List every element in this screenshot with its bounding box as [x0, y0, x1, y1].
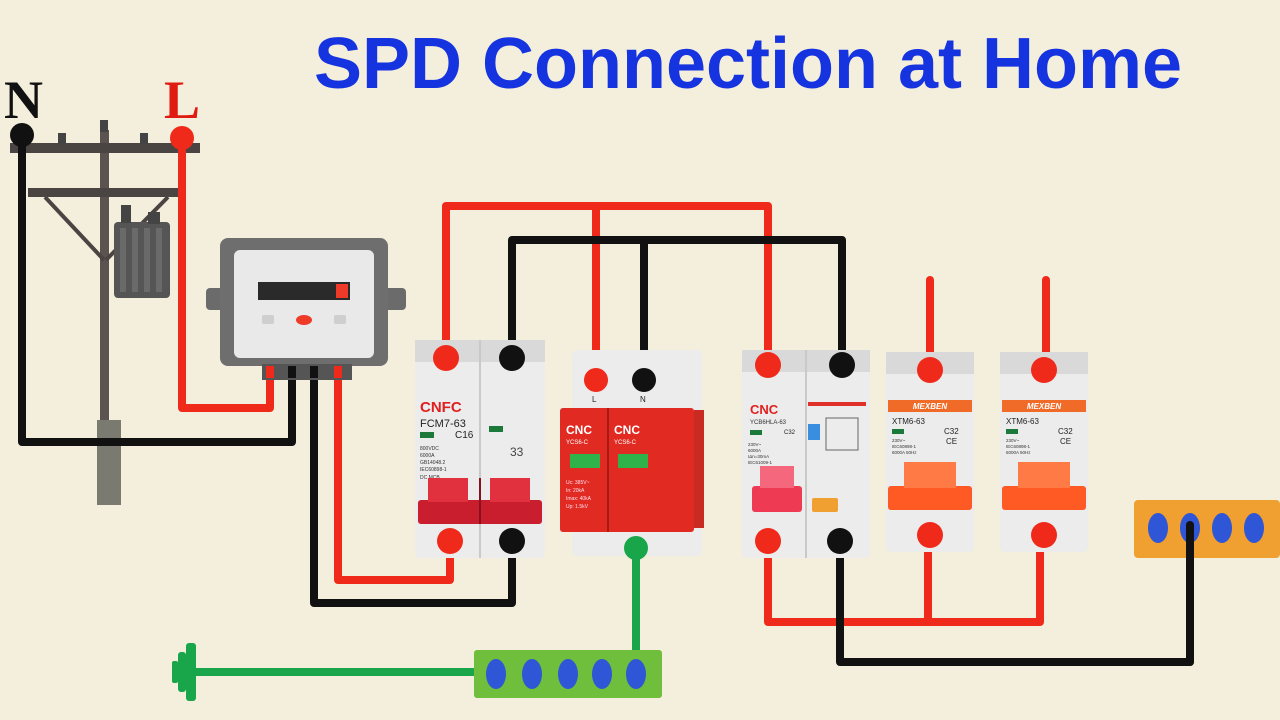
rccb-model: YCB6HLA-63: [750, 420, 787, 426]
transformer-icon: [114, 205, 170, 298]
spd-model-1: YCS6-C: [566, 440, 589, 446]
mcb-2-spec-2: 6000A 50Hz: [1006, 450, 1031, 455]
rccb[interactable]: CNC YCB6HLA-63 C32 230V~ 6000A IΔn=30mA …: [742, 350, 870, 558]
mcb-2-brand: MEXBEN: [1027, 402, 1061, 411]
spd-spec-3: Up: 1.5kV: [566, 504, 589, 510]
surge-protection-device[interactable]: L N CNC YCS6-C CNC YCS6-C Uc: 385V~ In: …: [560, 350, 704, 556]
rccb-spec-3: IEC61009-1: [748, 460, 773, 465]
main-breaker-spec-2: GB14048.2: [420, 460, 446, 466]
page-title: SPD Connection at Home: [314, 24, 1182, 104]
mcb-1-brand: MEXBEN: [913, 402, 947, 411]
spd-spec-2: Imax: 40kA: [566, 496, 592, 502]
spd-terminal-l: L: [592, 395, 597, 404]
mcb-1[interactable]: MEXBEN XTM6-63 C32 CE 230V~ IEC60898-1 6…: [886, 352, 974, 552]
live-terminal-dot: [170, 126, 194, 150]
rccb-brand: CNC: [750, 402, 779, 417]
earth-symbol-icon: [172, 643, 196, 701]
utility-pole-icon: [10, 120, 200, 505]
spd-model-2: YCS6-C: [614, 440, 637, 446]
rccb-spec-0: 230V~: [748, 442, 762, 447]
mcb-2[interactable]: MEXBEN XTM6-63 C32 CE 230V~ IEC60898-1 6…: [1000, 352, 1088, 552]
rccb-handle[interactable]: [752, 486, 802, 512]
spd-spec-0: Uc: 385V~: [566, 480, 590, 486]
main-breaker-pole-mark: 33: [510, 445, 524, 459]
live-label: L: [164, 70, 200, 130]
mcb-2-spec-1: IEC60898-1: [1006, 444, 1031, 449]
spd-brand-1: CNC: [566, 423, 592, 437]
neutral-terminal-dot: [10, 123, 34, 147]
mcb-2-model: XTM6-63: [1006, 417, 1039, 426]
spd-status-window-2: [618, 454, 648, 468]
main-breaker-spec-1: 6000A: [420, 453, 435, 459]
main-breaker[interactable]: CNFC FCM7-63 C16 800VDC 6000A GB14048.2 …: [415, 340, 545, 558]
mcb-1-model: XTM6-63: [892, 417, 925, 426]
spd-brand-2: CNC: [614, 423, 640, 437]
spd-spec-1: In: 20kA: [566, 488, 585, 494]
main-breaker-spec-0: 800VDC: [420, 446, 439, 452]
mcb-2-rating: C32: [1058, 427, 1073, 436]
neutral-label: N: [4, 70, 43, 130]
spd-earth-terminal: [624, 536, 648, 560]
main-breaker-model: FCM7-63: [420, 418, 466, 430]
mcb-1-spec-2: 6000A 50Hz: [892, 450, 917, 455]
rccb-rating: C32: [784, 430, 796, 436]
mcb-2-ce-mark: CE: [1060, 437, 1071, 446]
mcb-1-spec-1: IEC60898-1: [892, 444, 917, 449]
rccb-spec-1: 6000A: [748, 448, 761, 453]
earth-bus-bar: [474, 650, 662, 698]
main-breaker-rating: C16: [455, 430, 474, 441]
main-breaker-brand: CNFC: [420, 399, 462, 416]
spd-status-window-1: [570, 454, 600, 468]
main-breaker-spec-3: IEC60898-1: [420, 467, 447, 473]
mcb-2-handle[interactable]: [1002, 486, 1086, 510]
mcb-1-ce-mark: CE: [946, 437, 957, 446]
mcb-1-spec-0: 230V~: [892, 438, 906, 443]
mcb-2-spec-0: 230V~: [1006, 438, 1020, 443]
rccb-spec-2: IΔn=30mA: [748, 454, 769, 459]
live-wires: [178, 134, 1050, 626]
rccb-test-button[interactable]: [812, 498, 838, 512]
mcb-1-rating: C32: [944, 427, 959, 436]
energy-meter-icon: [206, 238, 406, 380]
spd-terminal-n: N: [640, 395, 646, 404]
neutral-bus-bar: [1134, 500, 1280, 558]
mcb-1-handle[interactable]: [888, 486, 972, 510]
